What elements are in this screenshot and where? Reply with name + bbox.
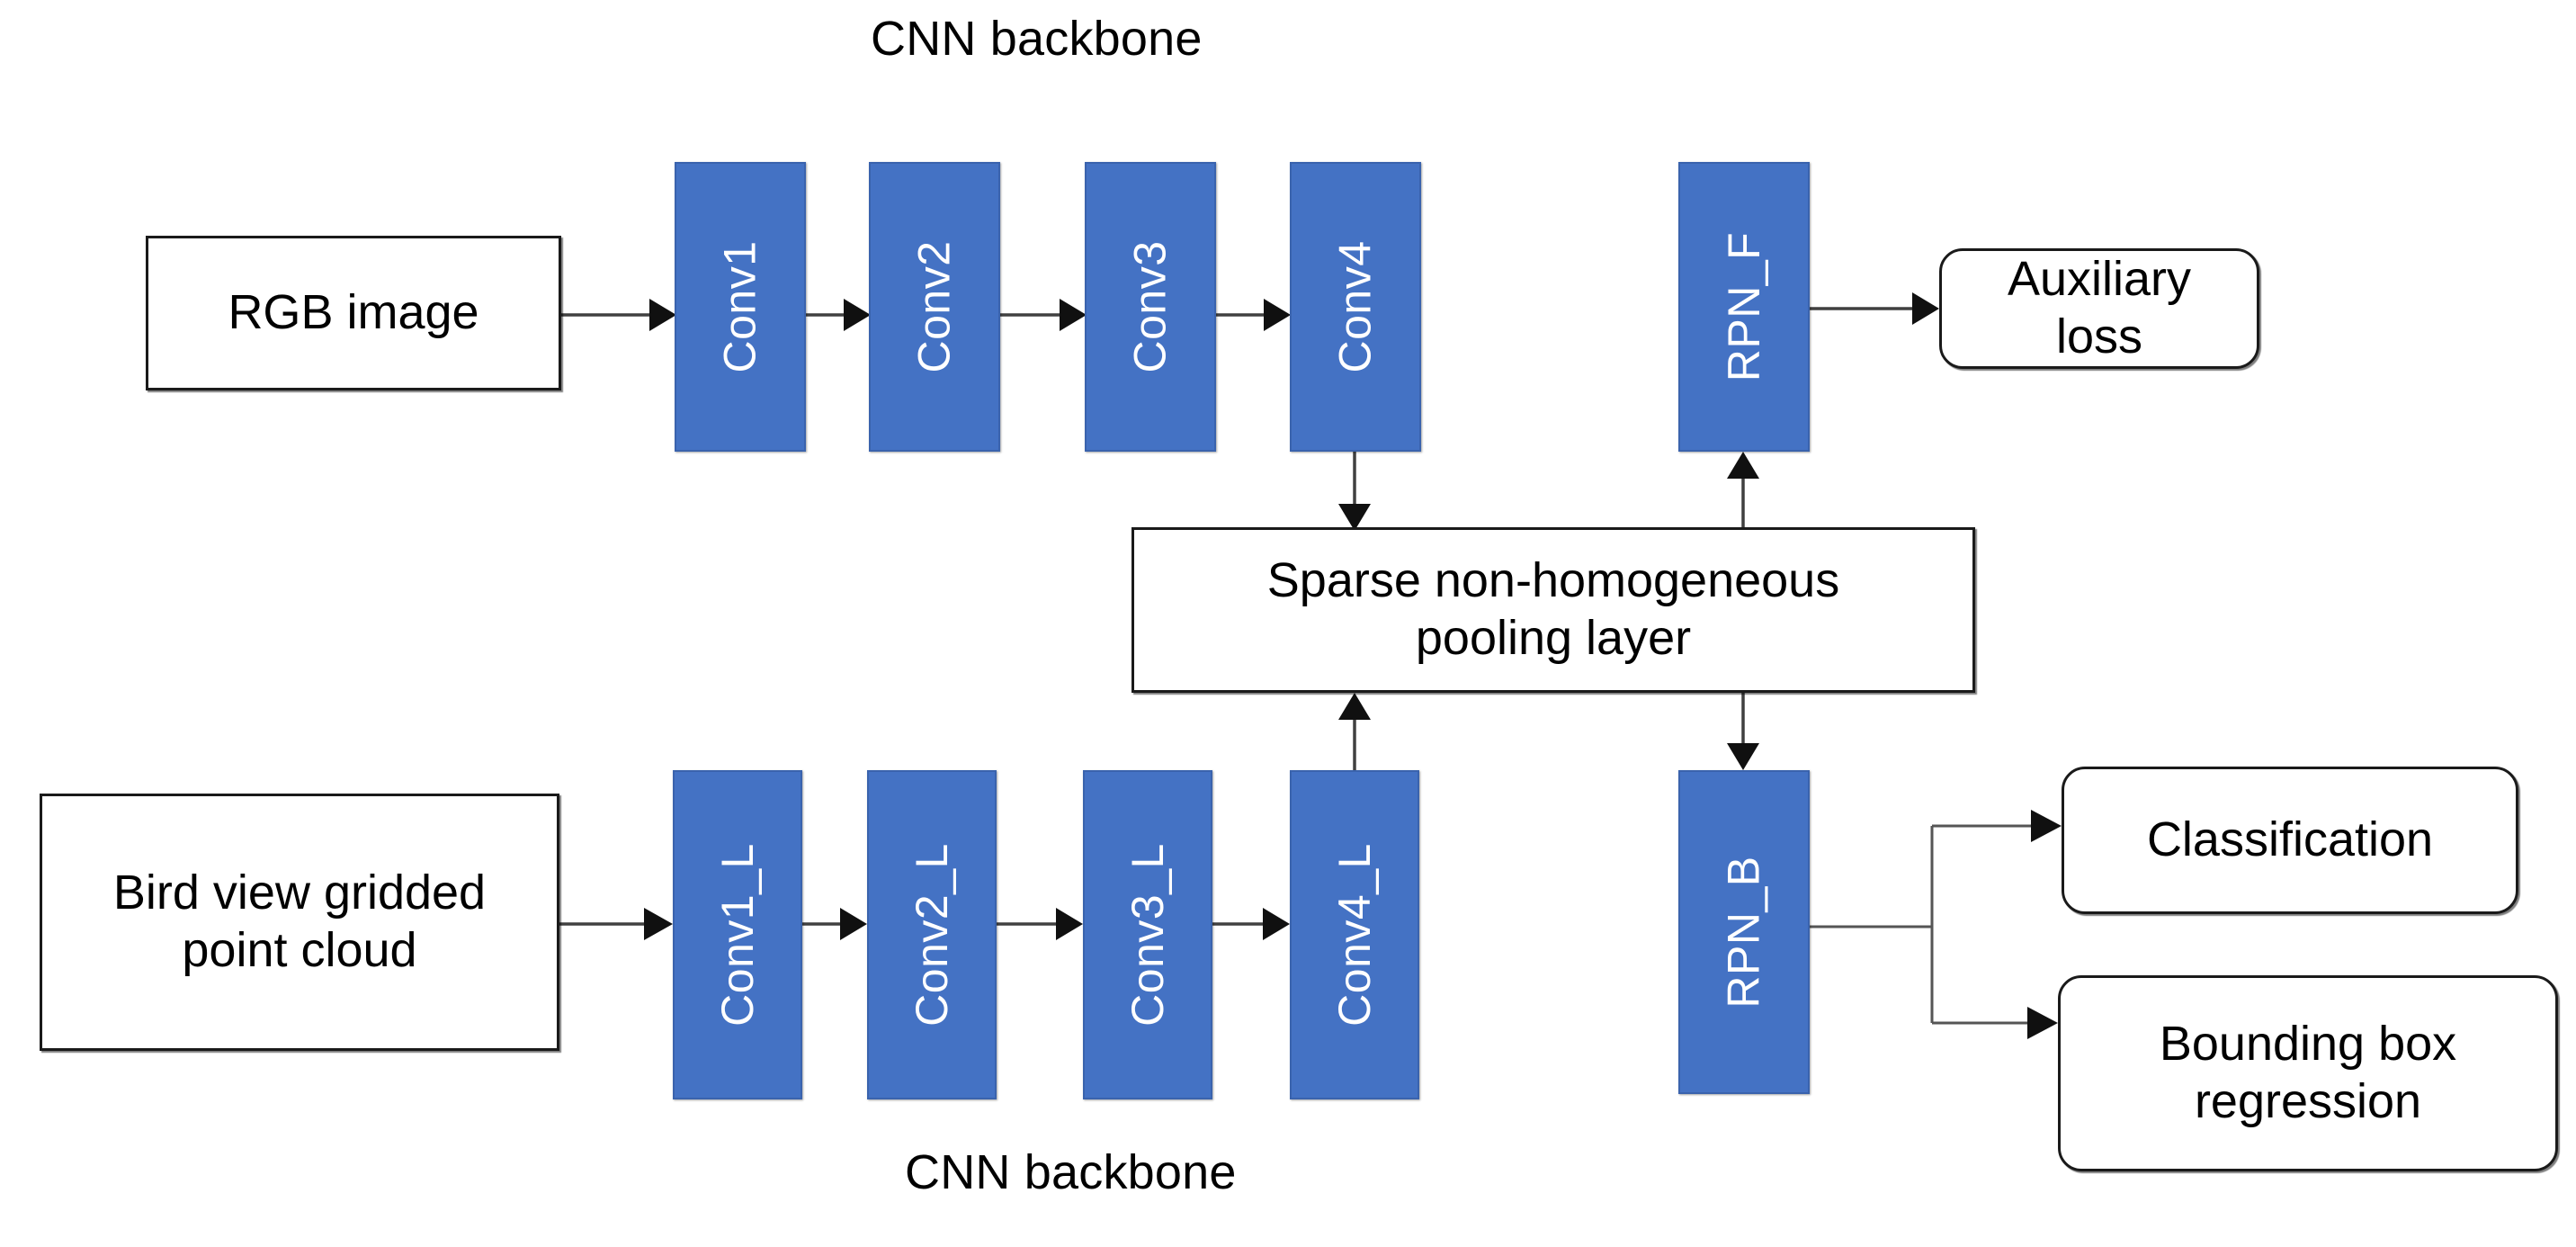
rgb-image-label: RGB image bbox=[228, 285, 479, 340]
sparse-pooling-layer-label-line2: pooling layer bbox=[1415, 611, 1692, 665]
conv-block-conv4-l[interactable]: Conv4_L bbox=[1290, 770, 1419, 1099]
arrow-conv4-to-pooling bbox=[1338, 450, 1371, 531]
conv-block-conv4[interactable]: Conv4 bbox=[1290, 162, 1421, 452]
conv-block-conv3-l-label: Conv3_L bbox=[1123, 843, 1173, 1027]
conv-block-conv1-l[interactable]: Conv1_L bbox=[673, 770, 802, 1099]
arrow-pointcloud-to-conv1l bbox=[559, 908, 673, 940]
conv-block-conv4-label: Conv4 bbox=[1330, 240, 1381, 373]
arrow-rpnf-to-auxiliary-loss bbox=[1810, 292, 1939, 325]
branch-rpnb-split bbox=[1810, 824, 2035, 1025]
arrow-conv1l-to-conv2l bbox=[801, 908, 867, 940]
rpn-block-rpn-f[interactable]: RPN_F bbox=[1678, 162, 1810, 452]
rgb-image-input-box[interactable]: RGB image bbox=[146, 236, 561, 390]
bbox-regression-output-box[interactable]: Bounding box regression bbox=[2058, 975, 2558, 1171]
arrow-conv3l-to-conv4l bbox=[1212, 908, 1290, 940]
rpn-block-rpn-b-label: RPN_B bbox=[1719, 856, 1770, 1009]
arrow-conv4l-to-pooling bbox=[1338, 693, 1371, 772]
auxiliary-loss-label: Auxiliary loss bbox=[2007, 252, 2192, 363]
arrow-branch-to-classification bbox=[2031, 810, 2062, 842]
sparse-pooling-layer-label-line1: Sparse non-homogeneous bbox=[1266, 553, 1840, 608]
point-cloud-input-box[interactable]: Bird view gridded point cloud bbox=[40, 794, 559, 1051]
arrow-branch-to-bbox-regression bbox=[2027, 1007, 2058, 1039]
bbox-regression-label-line2: regression bbox=[2194, 1074, 2422, 1128]
arrow-pooling-to-rpnb bbox=[1727, 691, 1759, 770]
rpn-block-rpn-f-label: RPN_F bbox=[1719, 231, 1770, 382]
conv-block-conv1-l-label: Conv1_L bbox=[712, 843, 763, 1027]
arrow-conv2l-to-conv3l bbox=[997, 908, 1083, 940]
classification-output-box[interactable]: Classification bbox=[2062, 767, 2518, 914]
auxiliary-loss-output-box[interactable]: Auxiliary loss bbox=[1939, 248, 2259, 369]
conv-block-conv2-l[interactable]: Conv2_L bbox=[867, 770, 997, 1099]
arrow-pooling-to-rpnf bbox=[1727, 452, 1759, 529]
rpn-block-rpn-b[interactable]: RPN_B bbox=[1678, 770, 1810, 1094]
arrow-conv3-to-conv4 bbox=[1214, 299, 1291, 331]
sparse-pooling-layer-box[interactable]: Sparse non-homogeneous pooling layer bbox=[1131, 527, 1975, 693]
arrow-conv1-to-conv2 bbox=[806, 299, 871, 331]
conv-block-conv2-l-label: Conv2_L bbox=[907, 843, 957, 1027]
point-cloud-label-line2: point cloud bbox=[182, 923, 417, 977]
arrow-rgb-to-conv1 bbox=[561, 299, 676, 331]
conv-block-conv1[interactable]: Conv1 bbox=[675, 162, 806, 452]
cnn-backbone-bottom-label: CNN backbone bbox=[905, 1145, 1237, 1199]
classification-label: Classification bbox=[2146, 812, 2434, 867]
conv-block-conv1-label: Conv1 bbox=[715, 240, 765, 373]
conv-block-conv3-label: Conv3 bbox=[1125, 240, 1176, 373]
conv-block-conv2[interactable]: Conv2 bbox=[869, 162, 1000, 452]
point-cloud-label-line1: Bird view gridded bbox=[112, 866, 487, 920]
bbox-regression-label-line1: Bounding box bbox=[2159, 1017, 2457, 1072]
cnn-backbone-top-label: CNN backbone bbox=[871, 12, 1203, 66]
conv-block-conv3-l[interactable]: Conv3_L bbox=[1083, 770, 1212, 1099]
conv-block-conv2-label: Conv2 bbox=[909, 240, 960, 373]
conv-block-conv3[interactable]: Conv3 bbox=[1085, 162, 1216, 452]
arrow-conv2-to-conv3 bbox=[998, 299, 1087, 331]
conv-block-conv4-l-label: Conv4_L bbox=[1329, 843, 1380, 1027]
